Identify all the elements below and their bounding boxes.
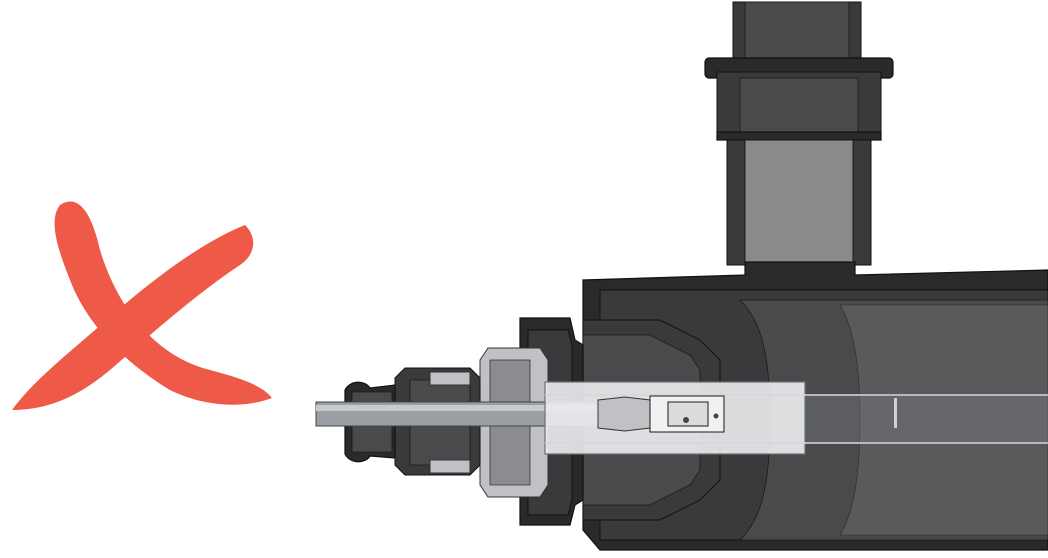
riser-pipe [704,1,894,266]
cross-mark-icon [12,201,272,410]
cross-stroke-a [54,201,272,405]
probe-sensor-tip [597,395,725,433]
reference-marker [894,398,897,428]
cross-stroke-b [12,225,254,410]
